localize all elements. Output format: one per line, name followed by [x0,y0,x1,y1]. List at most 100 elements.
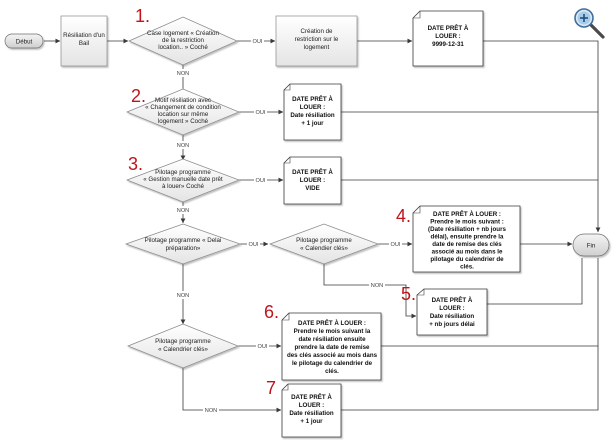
svg-text:Création de: Création de [301,28,334,35]
doc-date-resiliation-plus-1-jour-b: DATE PRÊT À LOUER : Date résiliation + 1… [281,383,342,438]
svg-text:+ 1 jour: + 1 jour [300,418,323,425]
end-node: Fin [572,233,610,257]
step-number-7: 7 [266,378,276,398]
label-d6-no: NON [205,408,217,414]
svg-text:+ nb jours délai: + nb jours délai [429,321,475,328]
decision-d4: Pilotage programme « Delai préparation» [124,223,242,265]
svg-text:associé au mois dans le: associé au mois dans le [432,249,503,256]
svg-text:logement: logement [304,44,330,51]
svg-text:LOUER :: LOUER : [439,305,464,312]
svg-text:« Gestion manuelle date prêt: « Gestion manuelle date prêt [143,176,223,183]
doc-vide: DATE PRÊT À LOUER : VIDE [283,156,342,205]
svg-text:date résiliation ensuite: date résiliation ensuite [298,336,366,343]
svg-text:clés.: clés. [325,368,339,375]
svg-text:LOUER :: LOUER : [300,104,325,111]
step-number-1: 1. [135,6,150,26]
process-resiliation: Résiliation d'un Bail [60,15,108,67]
label-d3-no: NON [177,208,189,214]
svg-text:« Changement de condition: « Changement de condition [145,104,221,111]
edge-d6-no [182,368,282,413]
label-d1-no: NON [177,71,189,77]
step-number-5: 5. [401,284,416,304]
svg-text:Début: Début [16,39,33,46]
svg-text:DATE PRÊT À LOUER :: DATE PRÊT À LOUER : [298,319,366,327]
svg-text:LOUER :: LOUER : [435,33,460,40]
svg-text:Pilotage programme: Pilotage programme [155,169,211,176]
svg-text:le pilotage du calendrier de: le pilotage du calendrier de [292,360,373,367]
label-d2-yes: OUI [256,110,266,116]
svg-text:délai), ensuite prendre la: délai), ensuite prendre la [431,234,504,241]
svg-text:(Date résiliation + nb jours: (Date résiliation + nb jours [428,226,506,233]
decision-d6: Pilotage programme « Calendrier clés» [127,323,239,369]
edge-labels: OUI NON OUI NON OUI NON OUI OUI NON NON … [175,37,402,414]
svg-text:préparation»: préparation» [166,245,201,252]
svg-text:9999-12-31: 9999-12-31 [432,41,464,48]
svg-text:Prendre le mois suivant la: Prendre le mois suivant la [294,328,371,335]
step-number-6: 6. [264,302,279,322]
edge-doc7-to-end [341,346,599,411]
zoom-in-magnifier-icon[interactable] [574,8,605,39]
svg-text:Motif résiliation avec: Motif résiliation avec [155,97,211,104]
svg-text:de la restriction: de la restriction [162,37,205,44]
svg-text:Fin: Fin [587,243,596,250]
doc-mois-suivant-resiliation: DATE PRÊT À LOUER : Prendre le mois suiv… [281,312,382,381]
svg-text:« Calendrier clés»: « Calendrier clés» [158,346,208,353]
svg-text:location.. » Coché: location.. » Coché [158,44,208,51]
svg-text:pilotage du calendrier de: pilotage du calendrier de [430,256,504,263]
svg-text:+ 1 jour: + 1 jour [301,120,324,127]
svg-text:location sur même: location sur même [158,111,209,118]
edge-d5-no [323,264,417,319]
decision-d1: Case logement « Création de la restricti… [128,16,238,66]
label-d6-yes: OUI [258,344,268,350]
svg-text:logement » Coché: logement » Coché [158,118,209,125]
label-d2-no: NON [177,143,189,149]
svg-text:Pilotage programme: Pilotage programme [296,237,352,244]
svg-text:DATE PRÊT À: DATE PRÊT À [428,24,469,32]
doc-mois-suivant-delai: DATE PRÊT À LOUER : Prendre le mois suiv… [412,205,521,273]
svg-text:LOUER :: LOUER : [299,402,324,409]
svg-text:Résiliation d'un: Résiliation d'un [63,32,105,39]
svg-text:clés.: clés. [460,264,474,271]
svg-text:Case logement « Création: Case logement « Création [147,30,219,37]
svg-text:à louer» Coché: à louer» Coché [162,183,205,190]
svg-text:« Calendier clés»: « Calendier clés» [300,245,348,252]
doc-date-resiliation-plus-delai: DATE PRÊT À LOUER : Date résiliation + n… [416,288,488,336]
svg-text:Date résiliation: Date résiliation [430,313,475,320]
doc-date-resiliation-plus-1-jour: DATE PRÊT À LOUER : Date résiliation + 1… [283,83,342,141]
step-number-2: 2. [131,86,146,106]
svg-text:Pilotage programme: Pilotage programme [155,338,211,345]
svg-text:DATE PRÊT À: DATE PRÊT À [432,296,473,304]
step-number-3: 3. [128,154,143,174]
svg-text:Date résiliation: Date résiliation [290,112,335,119]
doc-9999-12-31: DATE PRÊT À LOUER : 9999-12-31 [412,10,484,67]
label-d1-yes: OUI [253,39,263,45]
edge-doc1-to-end [483,40,601,233]
svg-text:DATE PRÊT À LOUER :: DATE PRÊT À LOUER : [433,210,501,218]
svg-text:LOUER :: LOUER : [300,177,325,184]
svg-text:des clés associé au mois dans: des clés associé au mois dans [287,352,378,359]
label-d3-yes: OUI [256,178,266,184]
step-numbers: 1. 2. 3. 4. 5. 6. 7 [128,6,416,398]
decision-d5: Pilotage programme « Calendier clés» [268,223,380,265]
step-number-4: 4. [396,206,411,226]
svg-text:DATE PRÊT À: DATE PRÊT À [291,393,332,401]
label-d4-no: NON [177,293,189,299]
svg-text:Pilotage programme « Delai: Pilotage programme « Delai [145,237,222,244]
start-node: Début [4,33,44,49]
decision-d3: Pilotage programme « Gestion manuelle da… [126,158,240,203]
svg-text:Date résiliation: Date résiliation [289,410,334,417]
svg-text:date de remise des clés: date de remise des clés [432,241,502,248]
svg-text:DATE PRÊT À: DATE PRÊT À [292,168,333,176]
svg-text:DATE PRÊT À: DATE PRÊT À [292,95,333,103]
decision-d2: Motif résiliation avec « Changement de c… [126,88,240,136]
svg-text:VIDE: VIDE [305,185,319,192]
label-d5-yes: OUI [391,242,401,248]
svg-text:restriction sur le: restriction sur le [295,36,339,43]
label-d4-yes: OUI [249,242,259,248]
process-restriction: Création de restriction sur le logement [275,15,358,67]
svg-text:prendre la date de remise: prendre la date de remise [295,344,371,351]
edge-doc5-to-end [487,258,583,305]
svg-text:Prendre le mois suivant :: Prendre le mois suivant : [430,219,504,226]
svg-text:Bail: Bail [79,40,89,47]
